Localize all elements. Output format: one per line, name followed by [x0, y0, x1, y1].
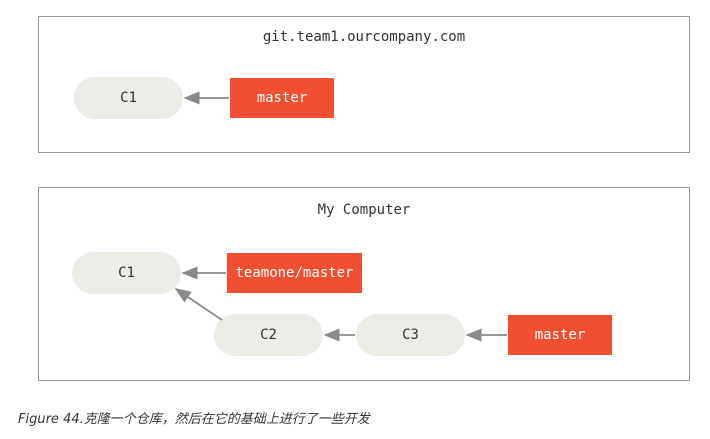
remote-tracking-branch: teamone/master: [227, 253, 362, 293]
figure-caption: Figure 44.克隆一个仓库，然后在它的基础上进行了一些开发: [18, 408, 370, 427]
local-master-branch: master: [508, 315, 612, 355]
local-commit-c1: C1: [72, 252, 181, 294]
server-commit-c1: C1: [74, 77, 183, 119]
caption-text: 克隆一个仓库，然后在它的基础上进行了一些开发: [83, 412, 370, 427]
local-commit-c3: C3: [356, 314, 465, 356]
local-title: My Computer: [317, 202, 411, 218]
server-title: git.team1.ourcompany.com: [262, 29, 466, 45]
local-commit-c2: C2: [214, 314, 323, 356]
server-master-branch: master: [230, 78, 334, 118]
caption-label: Figure 44.: [18, 412, 84, 427]
